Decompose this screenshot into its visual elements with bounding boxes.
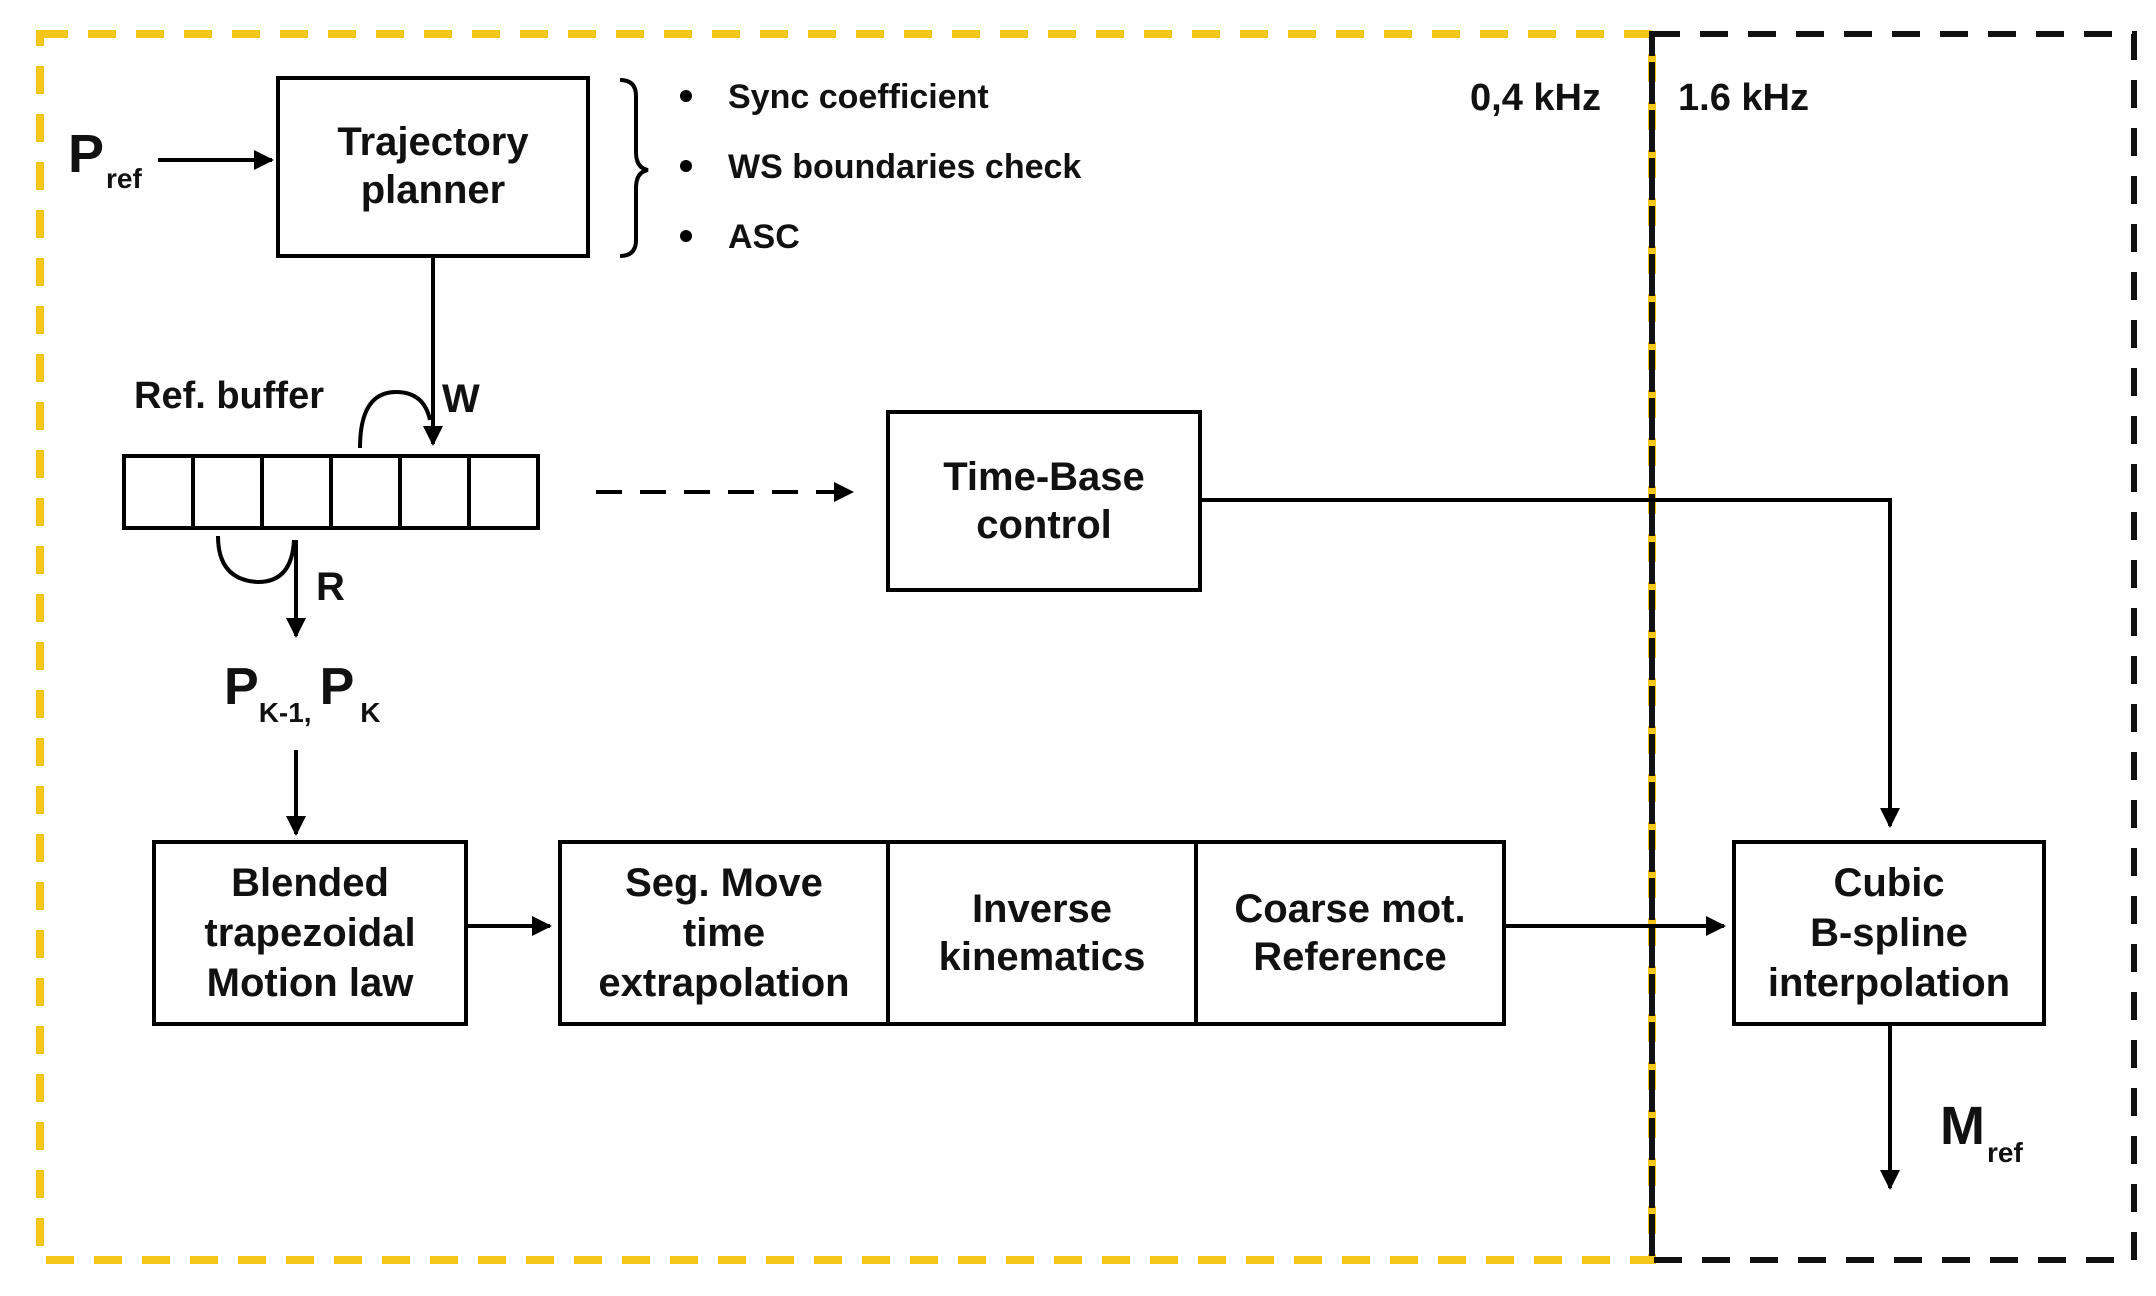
trajectory-planner-line2: planner [361, 168, 505, 212]
bullet-dot-1 [680, 90, 692, 102]
pref-input-label: Pref [68, 124, 143, 194]
pk-main: P [320, 658, 355, 716]
fast-region-frequency: 1.6 kHz [1678, 77, 1809, 119]
cubic-line3: interpolation [1768, 961, 2010, 1005]
coarse-line2: Reference [1253, 935, 1446, 979]
blended-trapezoidal-block [152, 840, 468, 1026]
coarse-reference-block [1194, 840, 1506, 1026]
bullet-dot-3 [680, 230, 692, 242]
segmove-block [558, 840, 890, 1026]
trajectory-planner-line1: Trajectory [337, 120, 529, 164]
bullet-sync-coefficient: Sync coefficient [728, 78, 989, 116]
mref-output-label: Mref [1940, 1096, 2023, 1168]
buffer-read-label: R [316, 565, 345, 609]
inverse-kinematics-block [886, 840, 1198, 1026]
segmove-line3: extrapolation [598, 961, 849, 1005]
pref-main: P [68, 124, 104, 184]
trajectory-planner-block [276, 76, 590, 258]
timebase-line2: control [976, 503, 1112, 547]
coarse-line1: Coarse mot. [1234, 887, 1465, 931]
blended-line3: Motion law [207, 961, 415, 1005]
buffer-write-label: W [442, 377, 480, 421]
pref-subscript: ref [106, 163, 142, 194]
bullet-ws-boundaries-check: WS boundaries check [728, 148, 1081, 186]
cubic-bspline-block [1732, 840, 2046, 1026]
bullet-asc: ASC [728, 218, 800, 256]
slow-region-frequency: 0,4 kHz [1470, 77, 1601, 119]
segmove-line1: Seg. Move [625, 861, 823, 905]
cubic-line1: Cubic [1833, 861, 1944, 905]
planner-brace [619, 78, 649, 258]
pk1-main: P [224, 658, 259, 716]
cubic-line2: B-spline [1810, 911, 1968, 955]
timebase-control-block [886, 410, 1202, 592]
bullet-dot-2 [680, 160, 692, 172]
segmove-line2: time [683, 911, 765, 955]
blended-line2: trapezoidal [204, 911, 415, 955]
pk1-subscript: K-1, [259, 697, 312, 728]
mref-main: M [1940, 1096, 1985, 1156]
mref-subscript: ref [1987, 1137, 2023, 1168]
blended-line1: Blended [231, 861, 389, 905]
buffer-write-loop [358, 389, 432, 449]
inverse-line1: Inverse [972, 887, 1112, 931]
inverse-line2: kinematics [939, 935, 1146, 979]
buffer-read-loop [216, 535, 296, 585]
fast-region-boundary [1649, 31, 2137, 1263]
pk-subscript: K [360, 697, 380, 728]
ref-buffer-label: Ref. buffer [134, 375, 324, 417]
timebase-line1: Time-Base [943, 455, 1145, 499]
timebase-to-cubic-arrow [1200, 498, 1900, 828]
